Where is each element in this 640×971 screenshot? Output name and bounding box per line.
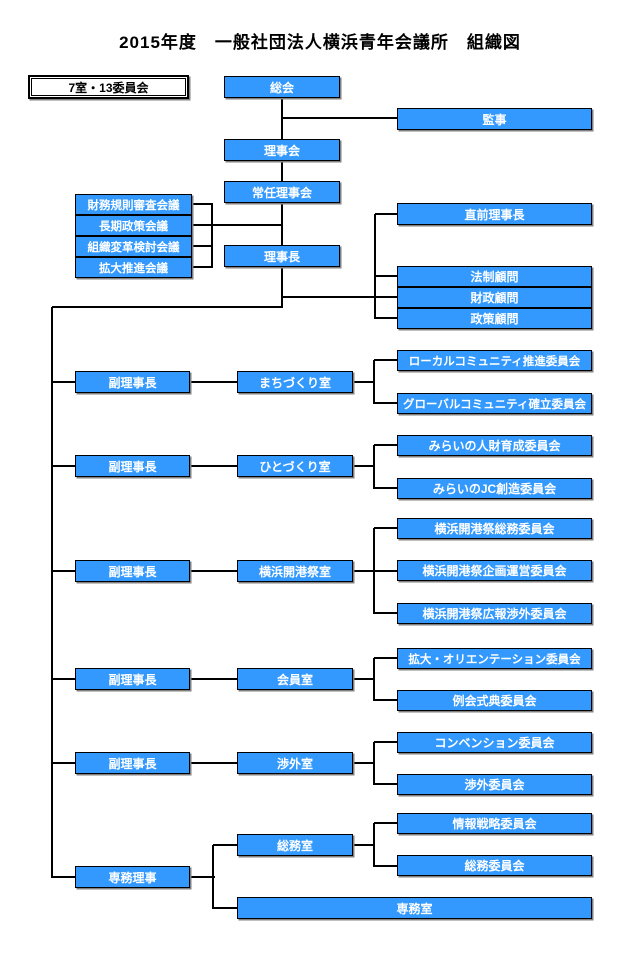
org-node-rijichou: 理事長	[224, 245, 340, 267]
connector-line	[211, 204, 213, 268]
connector-line	[374, 741, 398, 743]
connector-line	[282, 117, 398, 119]
connector-line	[281, 267, 283, 308]
org-node-zaimu-kisoku: 財務規則審査会議	[75, 194, 192, 215]
org-node-fuku4: 副理事長	[75, 668, 190, 690]
connector-line	[190, 570, 238, 572]
connector-line	[190, 678, 238, 680]
connector-line	[51, 307, 53, 878]
org-node-local-community: ローカルコミュニティ推進委員会	[397, 350, 592, 371]
connector-line	[352, 465, 375, 467]
org-node-reikai-shikiten: 例会式典委員会	[397, 690, 592, 711]
org-node-mirai-jc: みらいのJC創造委員会	[397, 478, 592, 499]
org-node-rijikai: 理事会	[224, 139, 340, 161]
connector-line	[352, 844, 375, 846]
org-node-machizukuri: まちづくり室	[237, 371, 353, 393]
connector-line	[192, 266, 213, 268]
connector-line	[281, 161, 283, 182]
connector-line	[52, 876, 76, 878]
connector-line	[192, 203, 213, 205]
connector-line	[374, 359, 398, 361]
connector-line	[190, 762, 238, 764]
connector-line	[373, 445, 375, 489]
org-node-shougai-shitsu: 渉外室	[237, 752, 353, 774]
connector-line	[213, 844, 238, 846]
connector-line	[375, 213, 398, 215]
connector-line	[190, 381, 238, 383]
connector-line	[374, 822, 398, 824]
connector-line	[374, 570, 398, 572]
connector-line	[281, 98, 283, 140]
org-node-fuku2: 副理事長	[75, 455, 190, 477]
org-node-kaikousai: 横浜開港祭室	[237, 560, 353, 582]
connector-line	[373, 742, 375, 785]
legend-label: 7室・13委員会	[31, 78, 186, 96]
connector-line	[373, 360, 375, 404]
org-node-shougai-iinkai: 渉外委員会	[397, 774, 592, 795]
connector-line	[212, 845, 214, 909]
connector-line	[213, 907, 238, 909]
connector-line	[375, 275, 398, 277]
legend-box: 7室・13委員会	[28, 75, 189, 99]
org-node-fuku3: 副理事長	[75, 560, 190, 582]
org-node-kaikou-kouhou: 横浜開港祭広報渉外委員会	[397, 603, 592, 624]
connector-line	[282, 296, 397, 298]
page-title: 2015年度 一般社団法人横浜青年会議所 組織図	[119, 33, 521, 52]
org-node-fuku5: 副理事長	[75, 752, 190, 774]
connector-line	[352, 762, 375, 764]
connector-line	[374, 527, 398, 529]
connector-line	[352, 678, 375, 680]
connector-line	[374, 487, 398, 489]
org-node-kakudai-suishin: 拡大推進会議	[75, 257, 192, 278]
connector-line	[352, 381, 375, 383]
connector-line	[373, 823, 375, 867]
org-node-soshiki-henkaku: 組織変革検討会議	[75, 236, 192, 257]
connector-line	[190, 876, 215, 878]
connector-line	[375, 317, 398, 319]
connector-line	[52, 570, 76, 572]
connector-line	[192, 224, 283, 226]
connector-line	[52, 465, 76, 467]
org-node-chouki-seisaku: 長期政策会議	[75, 215, 192, 236]
org-node-seisaku-komon: 政策顧問	[397, 308, 592, 329]
org-node-kaiin: 会員室	[237, 668, 353, 690]
org-node-fuku1: 副理事長	[75, 371, 190, 393]
org-node-hitozukuri: ひとづくり室	[237, 455, 353, 477]
org-node-kaikou-kikaku: 横浜開港祭企画運営委員会	[397, 560, 592, 581]
org-node-global-community: グローバルコミュニティ確立委員会	[397, 393, 592, 414]
connector-line	[52, 762, 76, 764]
connector-line	[52, 381, 76, 383]
org-node-jounin-rijikai: 常任理事会	[224, 181, 340, 203]
connector-line	[374, 214, 376, 319]
connector-line	[374, 402, 398, 404]
connector-line	[374, 444, 398, 446]
org-node-soumu-shitsu: 総務室	[237, 834, 353, 856]
org-node-soukai: 総会	[224, 76, 340, 98]
connector-line	[374, 612, 398, 614]
org-node-housei-komon: 法制顧問	[397, 266, 592, 287]
org-node-convention: コンベンション委員会	[397, 732, 592, 753]
org-node-kakudai-ori: 拡大・オリエンテーション委員会	[397, 648, 592, 669]
connector-line	[52, 306, 283, 308]
connector-line	[374, 783, 398, 785]
connector-line	[190, 465, 238, 467]
connector-line	[352, 570, 375, 572]
org-node-senmu-shitsu: 専務室	[237, 897, 592, 919]
connector-line	[374, 657, 398, 659]
connector-line	[374, 699, 398, 701]
org-node-jouhou-senryaku: 情報戦略委員会	[397, 813, 592, 834]
org-node-senmu-riji: 専務理事	[75, 866, 190, 888]
org-node-kaikou-soumu: 横浜開港祭総務委員会	[397, 518, 592, 539]
connector-line	[52, 678, 76, 680]
connector-line	[374, 865, 398, 867]
connector-line	[192, 245, 213, 247]
org-node-mirai-jinzai: みらいの人財育成委員会	[397, 435, 592, 456]
connector-line	[373, 658, 375, 701]
org-node-chokuzen: 直前理事長	[397, 203, 592, 225]
org-node-soumu-iinkai: 総務委員会	[397, 855, 592, 876]
org-node-zaisei-komon: 財政顧問	[397, 287, 592, 308]
org-node-kanji: 監事	[397, 108, 592, 130]
